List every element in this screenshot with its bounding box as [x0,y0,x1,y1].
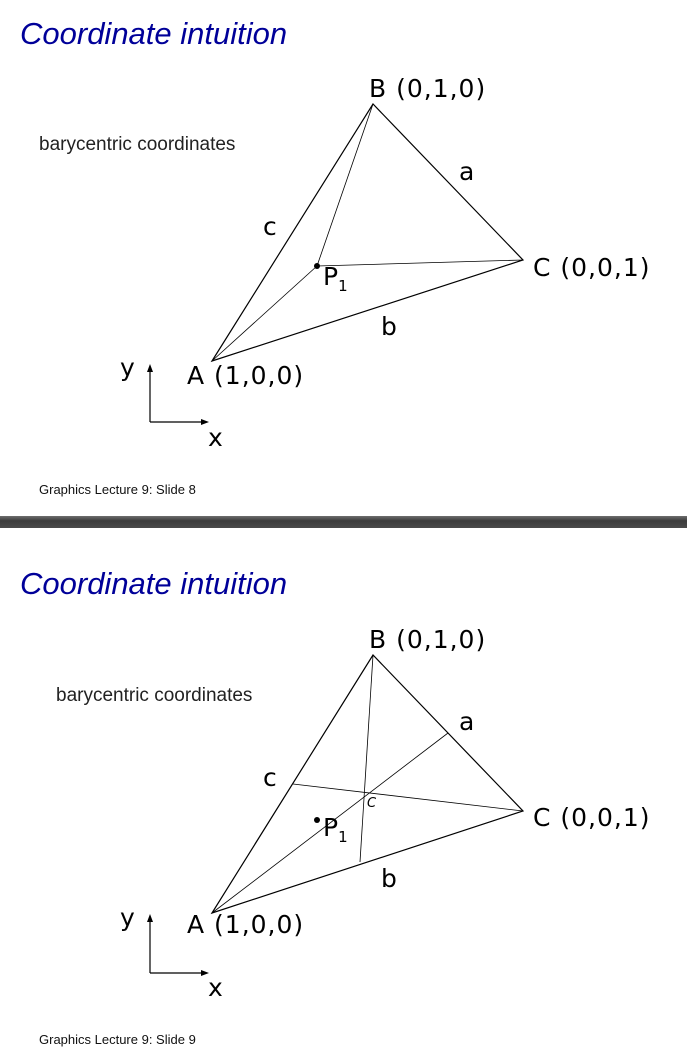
centroid-label: C [367,796,377,811]
slide-8: Coordinate intuition barycentric coordin… [0,0,687,516]
point-p1 [314,263,320,269]
y-axis-label: y [120,903,135,932]
barycentric-diagram-medians: C P1 B (0,1,0) C (0,0,1) A (1,0,0) a b c… [120,625,651,1002]
edge-c-label: c [263,212,277,241]
slide-subtitle: barycentric coordinates [39,134,236,155]
triangle-abc [210,654,525,915]
x-axis-label: x [208,423,223,452]
median-from-b [359,654,374,863]
axes-icon [147,364,209,425]
edge-b-label: b [381,864,397,893]
axes-icon [147,914,209,976]
slide-title: Coordinate intuition [20,16,288,51]
edge-c-label: c [263,763,277,792]
barycentric-diagram: P1 B (0,1,0) C (0,0,1) A (1,0,0) a b c y… [120,74,651,452]
slide-separator [0,516,687,528]
edge-a-label: a [459,707,474,736]
triangle-abc [210,103,525,363]
slide-footer: Graphics Lecture 9: Slide 8 [39,482,196,497]
point-p1 [314,817,320,823]
point-p1-label: P1 [323,813,348,846]
vertex-c-label: C (0,0,1) [533,803,651,832]
edge-b-label: b [381,312,397,341]
x-axis-label: x [208,973,223,1002]
y-axis-label: y [120,353,135,382]
vertex-a-label: A (1,0,0) [187,361,304,390]
edge-a-label: a [459,157,474,186]
vertex-a-label: A (1,0,0) [187,910,304,939]
vertex-b-label: B (0,1,0) [369,625,486,654]
line-p1-b [316,103,374,267]
vertex-b-label: B (0,1,0) [369,74,486,103]
median-from-a [211,732,449,914]
median-from-c [292,783,524,812]
vertex-c-label: C (0,0,1) [533,253,651,282]
slide-subtitle: barycentric coordinates [56,685,253,706]
line-p1-c [316,259,524,267]
slide-footer: Graphics Lecture 9: Slide 9 [39,1032,196,1047]
point-p1-label: P1 [323,262,348,295]
slide-9: Coordinate intuition barycentric coordin… [0,528,687,1054]
slide-title: Coordinate intuition [20,566,288,601]
line-p1-a [211,265,318,362]
